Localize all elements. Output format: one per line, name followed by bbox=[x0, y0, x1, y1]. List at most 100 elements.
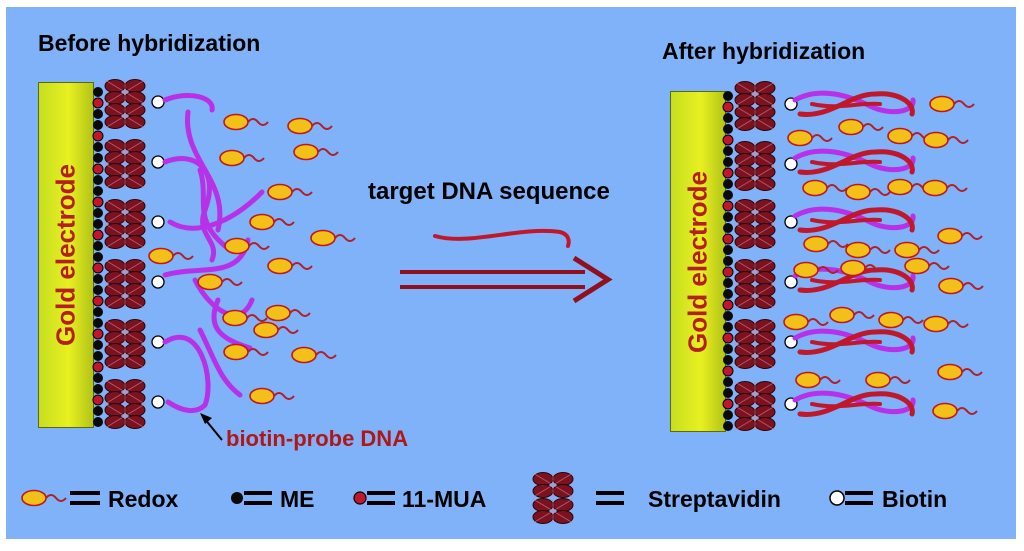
streptavidin bbox=[104, 163, 146, 189]
me-dot bbox=[723, 223, 733, 233]
mua-dot bbox=[722, 233, 734, 245]
biotin bbox=[151, 95, 165, 109]
me-dot bbox=[723, 179, 733, 189]
mua-dot bbox=[92, 394, 104, 406]
target-strand bbox=[797, 91, 915, 117]
redox-molecule bbox=[937, 363, 983, 381]
redox-molecule bbox=[148, 247, 194, 265]
streptavidin bbox=[734, 343, 776, 369]
biotin bbox=[784, 157, 798, 171]
probe-dna-before bbox=[162, 92, 265, 414]
legend-mua-dot bbox=[353, 491, 367, 505]
probe-dna-label: biotin-probe DNA bbox=[226, 426, 409, 451]
legend-biotin-dot bbox=[829, 490, 845, 506]
biotin bbox=[151, 395, 165, 409]
me-dot bbox=[723, 256, 733, 266]
streptavidin bbox=[734, 381, 776, 407]
mua-dot bbox=[92, 328, 104, 340]
me-dot bbox=[723, 124, 733, 134]
me-dot bbox=[93, 142, 103, 152]
me-dot bbox=[723, 421, 733, 431]
reaction-arrow-label: target DNA sequence bbox=[368, 178, 610, 205]
me-dot bbox=[93, 417, 103, 427]
redox-molecule bbox=[287, 117, 333, 135]
mua-dot bbox=[722, 200, 734, 212]
biotin bbox=[151, 335, 165, 349]
me-dot bbox=[723, 322, 733, 332]
me-dot bbox=[93, 186, 103, 196]
redox-molecule bbox=[932, 402, 978, 420]
streptavidin bbox=[104, 259, 146, 285]
mua-dot bbox=[722, 266, 734, 278]
legend-label-mua: 11-MUA bbox=[402, 486, 487, 512]
legend-label-biotin: Biotin bbox=[882, 486, 948, 512]
streptavidin bbox=[104, 403, 146, 429]
me-dot bbox=[723, 157, 733, 167]
redox-molecule bbox=[787, 129, 833, 147]
streptavidin bbox=[104, 319, 146, 345]
me-dot bbox=[93, 318, 103, 328]
legend-streptavidin-symbol bbox=[532, 472, 574, 524]
redox-molecule bbox=[938, 277, 984, 295]
mua-dot bbox=[722, 365, 734, 377]
me-dot bbox=[93, 252, 103, 262]
legend-me-dot bbox=[231, 492, 243, 504]
redox-molecule bbox=[219, 149, 265, 167]
mua-dot bbox=[722, 167, 734, 179]
me-dot bbox=[723, 377, 733, 387]
streptavidin bbox=[734, 199, 776, 225]
legend-equals-strep bbox=[596, 491, 624, 505]
target-strand bbox=[797, 267, 915, 293]
mua-dot bbox=[92, 229, 104, 241]
redox-molecule bbox=[937, 227, 983, 245]
redox-molecule bbox=[253, 321, 299, 339]
reaction-arrow bbox=[400, 255, 613, 304]
probe-strand bbox=[792, 148, 916, 173]
legend-equals-mua bbox=[367, 491, 395, 505]
streptavidin bbox=[104, 283, 146, 309]
me-dot bbox=[93, 307, 103, 317]
redox-molecule bbox=[267, 183, 313, 201]
redox-molecule bbox=[249, 213, 295, 231]
redox-molecule bbox=[894, 241, 940, 259]
legend-label-me: ME bbox=[280, 486, 315, 512]
mua-dot bbox=[92, 163, 104, 175]
me-dot bbox=[93, 373, 103, 383]
me-dot bbox=[93, 87, 103, 97]
legend-redox-symbol bbox=[21, 489, 67, 507]
mua-dot bbox=[92, 130, 104, 142]
streptavidin bbox=[104, 379, 146, 405]
biotin bbox=[784, 275, 798, 289]
streptavidin bbox=[104, 343, 146, 369]
redox-molecule bbox=[838, 118, 884, 136]
target-strand bbox=[810, 159, 882, 167]
redox-molecule bbox=[802, 179, 848, 197]
target-strand bbox=[797, 207, 915, 233]
redox-molecule bbox=[310, 229, 356, 247]
biotin bbox=[784, 215, 798, 229]
me-dot bbox=[723, 388, 733, 398]
mua-dot bbox=[92, 196, 104, 208]
redox-molecule bbox=[929, 95, 975, 113]
streptavidin bbox=[734, 259, 776, 285]
streptavidin bbox=[734, 223, 776, 249]
me-dot bbox=[723, 146, 733, 156]
target-strand bbox=[810, 217, 882, 225]
legend-equals-redox bbox=[70, 491, 100, 505]
me-dot bbox=[723, 212, 733, 222]
redox-molecule bbox=[865, 371, 911, 389]
mua-dot bbox=[722, 398, 734, 410]
redox-molecule bbox=[223, 113, 269, 131]
me-dot bbox=[93, 384, 103, 394]
target-strand bbox=[797, 329, 915, 355]
redox-molecule bbox=[923, 131, 969, 149]
gold-electrode-after: Gold electrode bbox=[670, 91, 726, 432]
me-dot bbox=[93, 153, 103, 163]
me-dot bbox=[723, 91, 733, 101]
probe-strand bbox=[792, 206, 916, 231]
mua-dot bbox=[722, 101, 734, 113]
mua-dot bbox=[722, 134, 734, 146]
streptavidin bbox=[104, 223, 146, 249]
streptavidin bbox=[104, 139, 146, 165]
